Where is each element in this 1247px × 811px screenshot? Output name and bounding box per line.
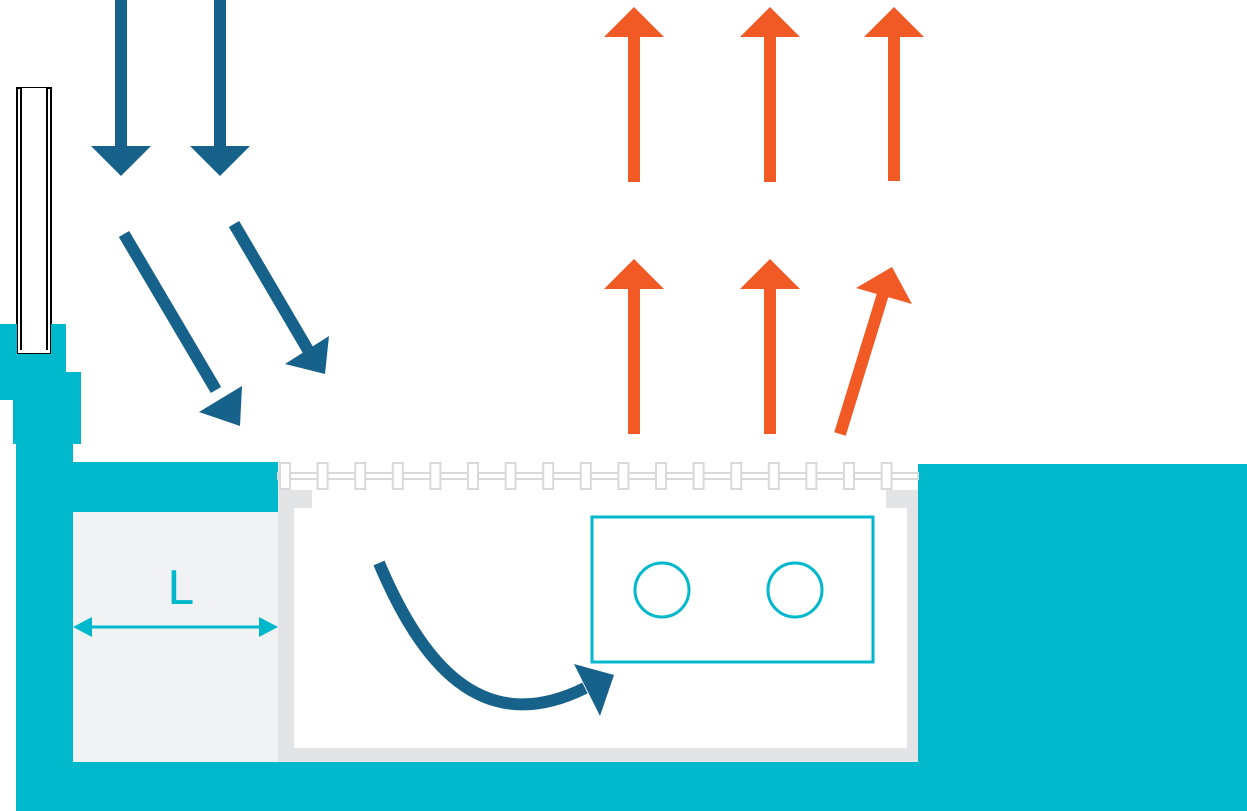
heat-exchanger-box [590, 515, 875, 664]
grille-bar [805, 462, 818, 490]
window-profile [16, 87, 52, 355]
grille-bar [316, 462, 329, 490]
grille-bar [655, 462, 667, 490]
floor-structure [0, 324, 1247, 811]
grille-bar [429, 462, 442, 490]
floor-grille [277, 462, 919, 490]
dimension-arrowhead-left-icon [73, 617, 92, 637]
heat-exchanger [590, 515, 875, 664]
arrow-diagonal-down-icon [228, 220, 329, 374]
fan-circle-icon [633, 561, 691, 619]
arrow-up-icon [740, 259, 800, 434]
arrow-up-icon [604, 259, 664, 434]
grille-bar [467, 462, 479, 490]
trough-lip-right [886, 490, 907, 508]
arrow-down-icon [91, 0, 151, 176]
arrow-curved-icon [373, 560, 614, 716]
grille-bar [730, 462, 743, 490]
grille-bar [504, 462, 517, 490]
dimension-label: L [167, 561, 193, 615]
trench-trough [278, 490, 918, 762]
trough-wall-left [278, 490, 294, 762]
grille-bar [542, 462, 555, 490]
trough-floor [278, 748, 918, 762]
window-glass-inner [21, 88, 47, 350]
arrow-diagonal-down-icon [118, 230, 242, 426]
grille-bar [767, 462, 780, 490]
trough-wall-right [907, 490, 918, 762]
grille-bar [279, 462, 291, 490]
grille-bar [354, 462, 367, 490]
fan-circle-icon [766, 561, 824, 619]
arrow-down-icon [190, 0, 250, 176]
arrow-up-icon [864, 7, 924, 181]
grille-bar [617, 462, 630, 490]
trough-lip-left [294, 490, 312, 508]
arrow-up-icon [740, 7, 800, 182]
warm-air-flow [604, 7, 924, 436]
dimension-l: L [73, 561, 278, 637]
grille-bar [692, 462, 705, 490]
grille-rail [277, 472, 919, 480]
grille-bar [880, 462, 893, 490]
arrow-up-icon [604, 7, 664, 182]
cold-air-flow [91, 0, 614, 716]
arrow-diagonal-up-icon [834, 267, 912, 436]
grille-bar [843, 462, 855, 490]
window-frame-base [0, 324, 1247, 811]
grille-bar [391, 462, 404, 490]
side-panel [73, 512, 278, 762]
dimension-arrowhead-right-icon [259, 617, 278, 637]
grille-bar [579, 462, 592, 490]
